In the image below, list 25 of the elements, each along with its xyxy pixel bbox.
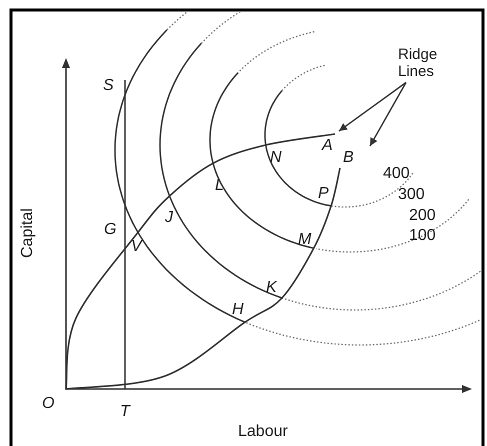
origin-label: O	[42, 396, 54, 412]
isoquant-value: 400	[383, 166, 410, 182]
point-letter: J	[165, 210, 173, 226]
leader-arrow	[338, 82, 406, 132]
point-letter: S	[103, 78, 114, 94]
isoquant-value: 200	[409, 208, 436, 224]
ridge-line	[66, 168, 341, 390]
annotation-text: Ridge Lines	[398, 46, 438, 80]
point-letter: T	[120, 404, 130, 420]
axis-title: Labour	[238, 424, 288, 440]
point-letter: M	[298, 232, 312, 248]
isoquant-value: 300	[398, 187, 425, 203]
point-letter: A	[322, 138, 333, 154]
point-letter: V	[131, 239, 142, 255]
ridge-line	[65, 133, 336, 390]
point-letter: G	[104, 222, 116, 238]
point-letter: P	[318, 186, 329, 202]
point-letter: N	[270, 150, 282, 166]
point-letter: L	[215, 178, 224, 194]
axis-title: Capital	[20, 208, 36, 258]
point-letter: K	[266, 280, 277, 296]
isoquant-value: 100	[409, 228, 436, 244]
point-letter: H	[232, 302, 244, 318]
leader-arrow	[369, 82, 407, 146]
point-letter: B	[343, 150, 354, 166]
